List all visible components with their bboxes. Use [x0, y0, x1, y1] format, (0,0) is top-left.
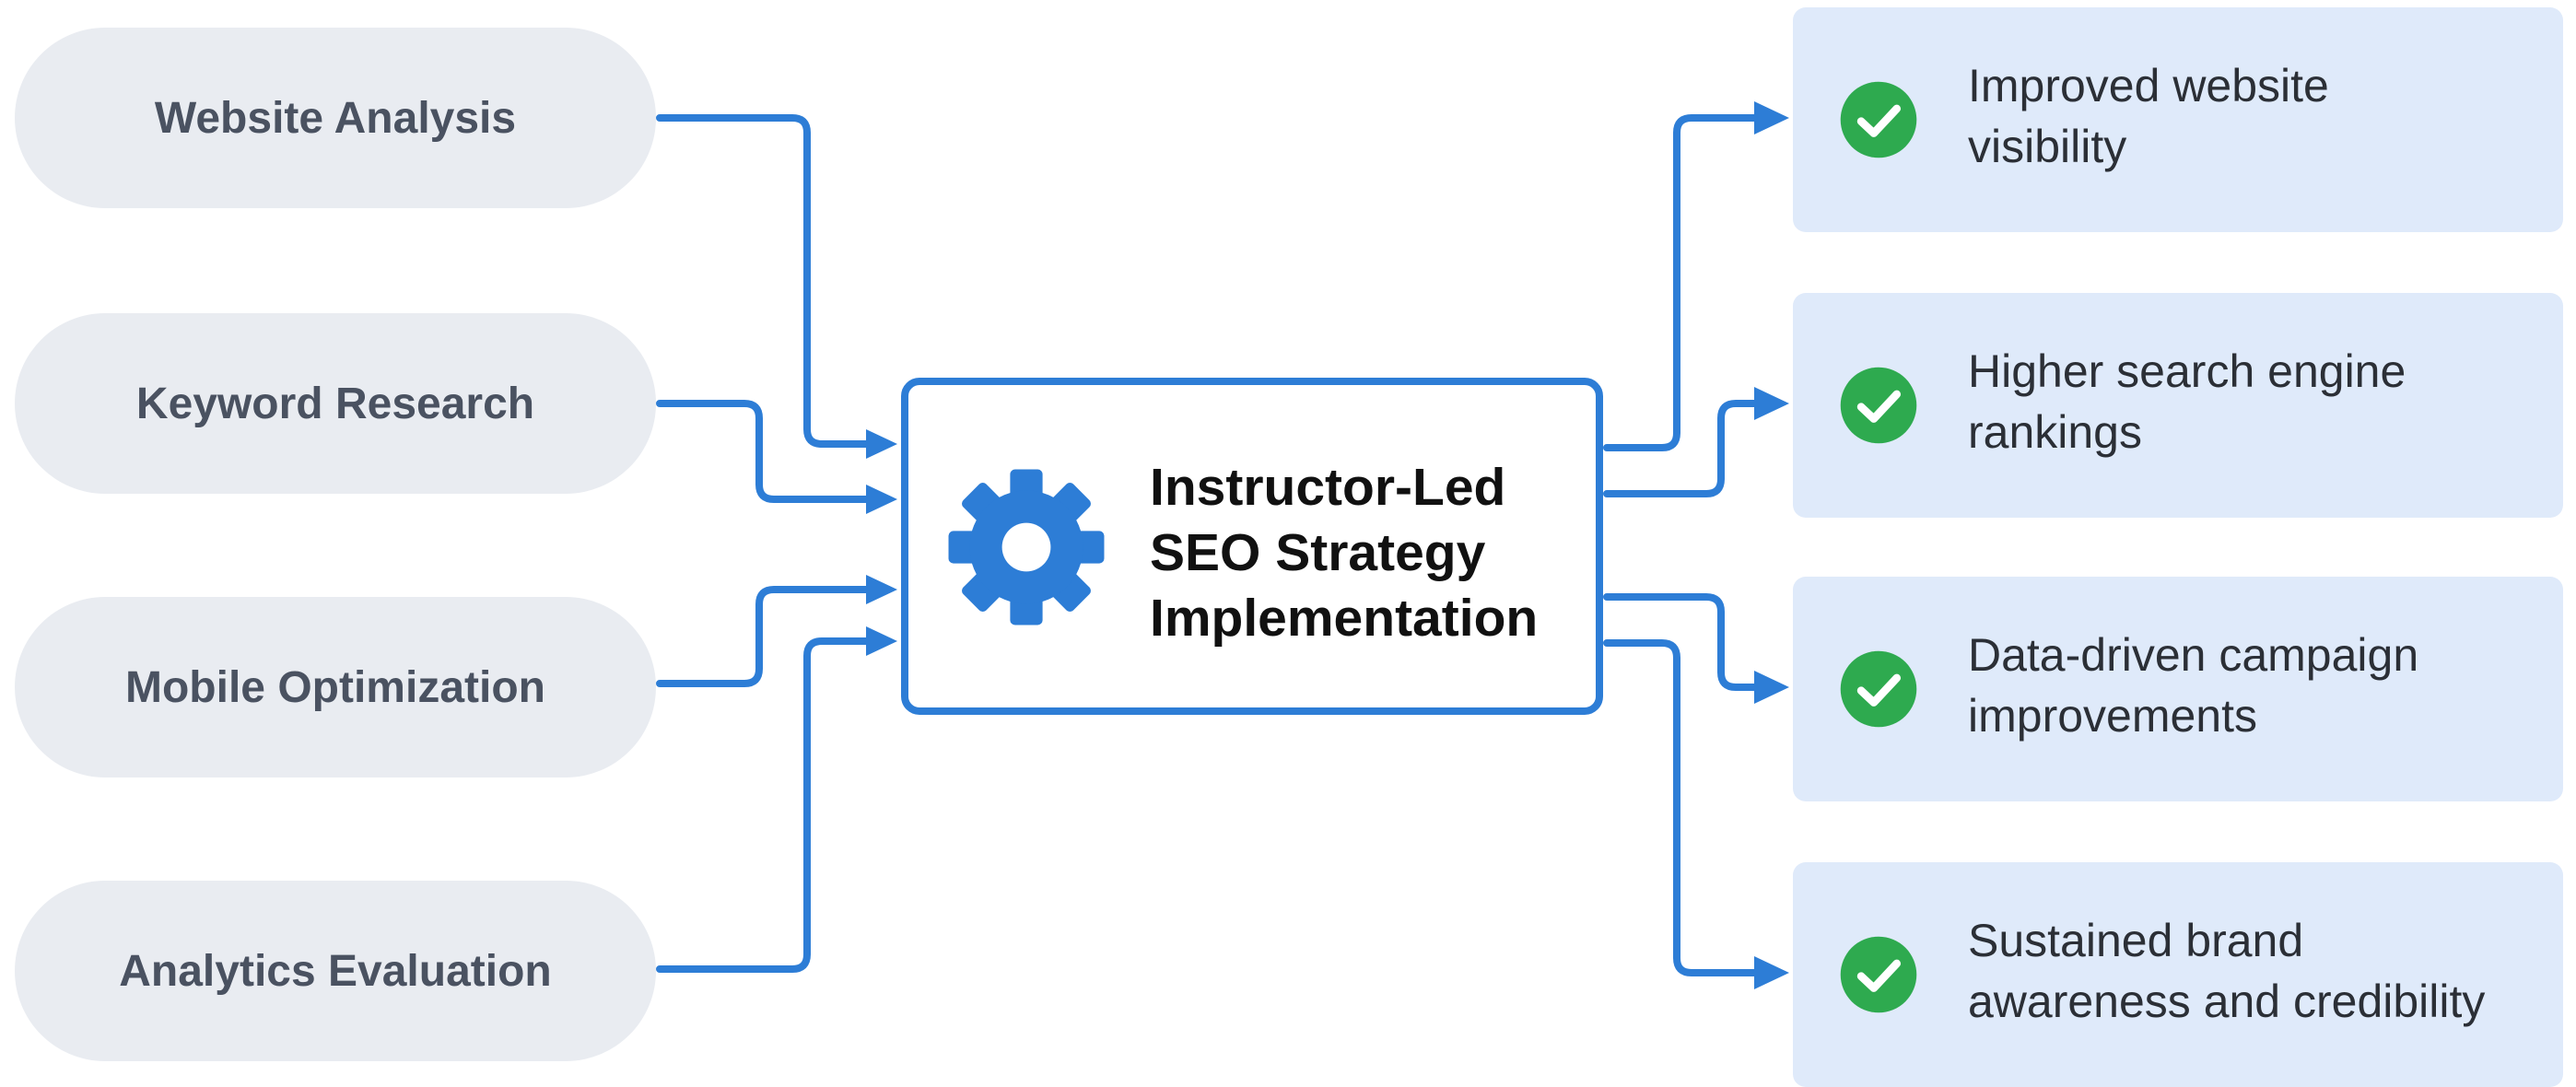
- center-title: Instructor-Led SEO Strategy Implementati…: [1150, 455, 1538, 651]
- center-title-line: Implementation: [1150, 589, 1539, 648]
- arrowhead-out-1: [1754, 101, 1789, 134]
- check-circle-icon: [1840, 936, 1917, 1013]
- center-title-line: SEO Strategy: [1150, 523, 1486, 582]
- outcome-text: Higher search engine rankings: [1968, 341, 2406, 462]
- input-label: Keyword Research: [135, 379, 535, 428]
- outcome-line: visibility: [1968, 121, 2127, 172]
- input-analytics-evaluation: Analytics Evaluation: [15, 881, 656, 1061]
- input-label: Website Analysis: [154, 93, 517, 143]
- outcome-line: awareness and credibility: [1968, 976, 2486, 1027]
- connector-outcome-4: [1603, 639, 1762, 976]
- input-website-analysis: Website Analysis: [15, 28, 656, 208]
- connector-mobile-optimization: [656, 586, 870, 687]
- arrowhead-in-3: [866, 575, 897, 604]
- connector-outcome-1: [1603, 114, 1762, 451]
- outcome-line: rankings: [1968, 406, 2142, 458]
- outcome-text: Sustained brand awareness and credibilit…: [1968, 910, 2485, 1032]
- arrowhead-out-4: [1754, 956, 1789, 989]
- check-circle-icon: [1840, 367, 1917, 444]
- input-label: Mobile Optimization: [125, 662, 545, 712]
- arrowhead-out-2: [1754, 387, 1789, 420]
- center-title-line: Instructor-Led: [1150, 458, 1506, 517]
- input-keyword-research: Keyword Research: [15, 313, 656, 494]
- arrowhead-in-4: [866, 626, 897, 656]
- gear-icon: [948, 469, 1105, 625]
- check-circle-icon: [1840, 650, 1917, 728]
- connector-analytics-evaluation: [656, 637, 870, 973]
- connector-website-analysis: [656, 114, 870, 448]
- outcome-line: Sustained brand: [1968, 915, 2304, 966]
- arrowhead-in-1: [866, 429, 897, 459]
- outcome-line: Improved website: [1968, 60, 2329, 111]
- check-circle-icon: [1840, 81, 1917, 158]
- outcome-text: Data-driven campaign improvements: [1968, 625, 2418, 746]
- connector-outcome-2: [1603, 400, 1762, 497]
- outcome-line: Data-driven campaign: [1968, 629, 2419, 681]
- outcome-text: Improved website visibility: [1968, 55, 2329, 177]
- connector-outcome-3: [1603, 593, 1762, 691]
- connector-keyword-research: [656, 400, 870, 503]
- outcome-card-rankings: Higher search engine rankings: [1793, 293, 2563, 518]
- outcome-line: Higher search engine: [1968, 345, 2406, 397]
- outcome-card-campaign: Data-driven campaign improvements: [1793, 577, 2563, 801]
- input-mobile-optimization: Mobile Optimization: [15, 597, 656, 777]
- arrowhead-in-2: [866, 485, 897, 514]
- outcome-card-brand: Sustained brand awareness and credibilit…: [1793, 862, 2563, 1087]
- outcome-line: improvements: [1968, 690, 2257, 742]
- input-label: Analytics Evaluation: [119, 946, 552, 996]
- arrowhead-out-3: [1754, 671, 1789, 704]
- outcome-card-visibility: Improved website visibility: [1793, 7, 2563, 232]
